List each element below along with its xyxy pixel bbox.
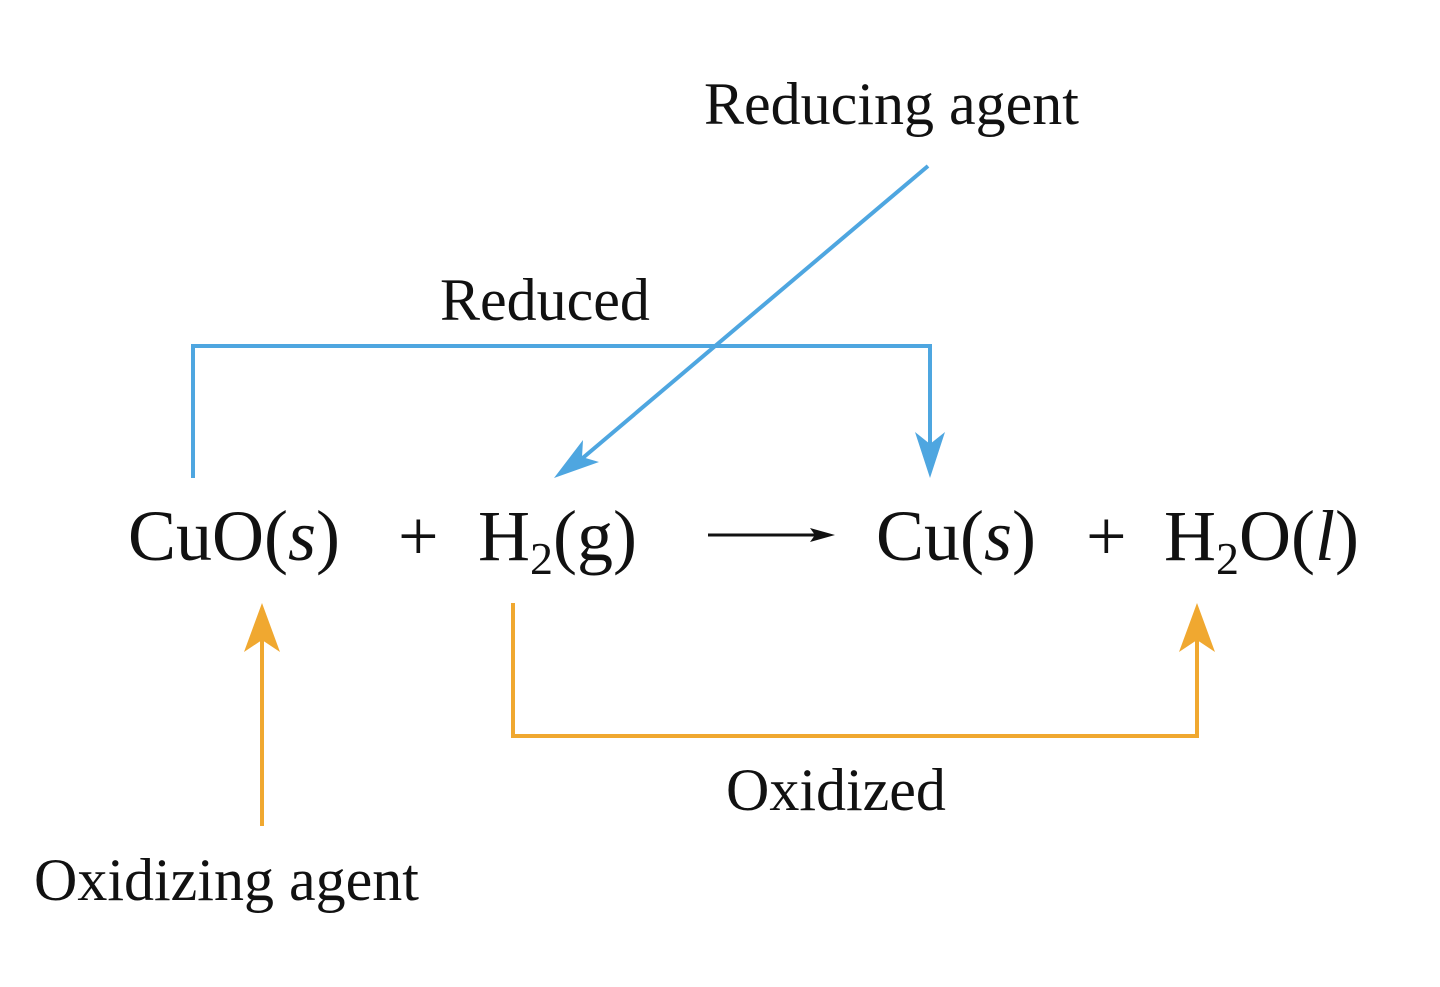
oxidized-bracket-line	[511, 603, 1199, 738]
reactant-h2: H2(g)	[478, 500, 637, 582]
reactant-cuo-close: )	[316, 496, 341, 576]
reactant-h2-element: H	[478, 496, 530, 576]
oxidizing-agent-arrowhead	[244, 603, 280, 652]
product-h2o-subscript: 2	[1216, 533, 1239, 584]
oxidized-arrowhead	[1179, 603, 1215, 652]
reduced-label: Reduced	[440, 267, 650, 333]
reactant-cuo-open: (	[264, 496, 289, 576]
plus-sign-left: +	[398, 496, 439, 576]
product-h2o-rest: O(	[1239, 496, 1315, 576]
reducing-agent-arrowhead	[554, 440, 599, 478]
oxidized-label: Oxidized	[726, 757, 946, 823]
product-h2o-element: H	[1164, 496, 1216, 576]
product-cu-state: s	[984, 496, 1013, 576]
reaction-arrowhead	[810, 528, 835, 542]
plus-sign-right: +	[1086, 496, 1127, 576]
product-cu-open: (	[960, 496, 985, 576]
reactant-cuo: CuO(s)	[128, 500, 340, 572]
product-h2o-state: l	[1314, 496, 1335, 576]
reduced-arrowhead	[915, 432, 945, 478]
oxidizing-agent-label: Oxidizing agent	[34, 847, 419, 913]
product-cu-formula: Cu	[876, 496, 961, 576]
reactant-h2-state: (g)	[553, 496, 637, 576]
reactant-cuo-state: s	[288, 496, 317, 576]
product-cu-close: )	[1012, 496, 1037, 576]
reactant-cuo-formula: CuO	[128, 496, 265, 576]
product-h2o: H2O(l)	[1164, 500, 1359, 582]
reactant-h2-subscript: 2	[530, 533, 553, 584]
reducing-agent-label: Reducing agent	[704, 71, 1079, 137]
product-cu: Cu(s)	[876, 500, 1036, 572]
reducing-agent-arrow-line	[576, 164, 930, 464]
reduced-bracket-line	[191, 344, 932, 478]
product-h2o-close: )	[1335, 496, 1359, 576]
